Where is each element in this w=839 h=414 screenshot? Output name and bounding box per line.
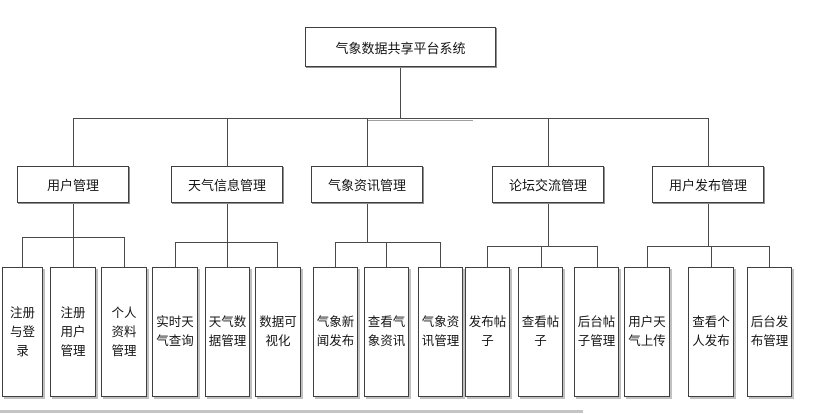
leaf-node-register-login: 注册与登录 <box>2 267 43 397</box>
leaf-node-weather-news-publish: 气象新闻发布 <box>313 267 358 397</box>
connector-line <box>335 242 336 267</box>
connector-line <box>227 242 228 267</box>
branch-node-weather-info-management: 天气信息管理 <box>171 166 283 203</box>
bottom-edge-divider <box>0 410 583 413</box>
leaf-node-view-personal-posts: 查看个人发布 <box>688 267 734 397</box>
connector-line <box>711 246 712 267</box>
connector-line <box>487 246 488 267</box>
leaf-node-data-visualization: 数据可视化 <box>255 267 301 397</box>
connector-line <box>769 246 770 267</box>
branch-node-user-management: 用户管理 <box>17 166 129 203</box>
connector-line <box>227 118 228 166</box>
leaf-node-user-weather-upload: 用户天气上传 <box>624 267 670 397</box>
connector-line <box>227 203 228 242</box>
leaf-node-publish-admin: 后台发布管理 <box>747 267 792 397</box>
root-node-system: 气象数据共享平台系统 <box>305 27 496 67</box>
connector-line <box>708 118 709 166</box>
leaf-node-view-weather-news: 查看气象资讯 <box>364 267 409 397</box>
connector-line <box>386 242 387 267</box>
leaf-node-weather-news-admin: 气象资讯管理 <box>418 267 463 397</box>
connector-line-shadow <box>368 120 473 121</box>
connector-line <box>73 118 709 119</box>
leaf-node-post-admin: 后台帖子管理 <box>574 267 619 397</box>
leaf-node-weather-data-management: 天气数据管理 <box>205 267 250 397</box>
connector-line <box>335 242 441 243</box>
connector-line <box>400 67 401 118</box>
connector-line <box>73 237 74 267</box>
connector-line <box>367 203 368 242</box>
leaf-node-view-posts: 查看帖子 <box>518 267 563 397</box>
leaf-node-create-post: 发布帖子 <box>465 267 510 397</box>
connector-line <box>175 242 176 267</box>
connector-line <box>73 118 74 166</box>
branch-node-weather-news-management: 气象资讯管理 <box>311 166 423 203</box>
branch-node-forum-management: 论坛交流管理 <box>492 166 604 203</box>
connector-line <box>541 246 542 267</box>
leaf-node-realtime-weather-query: 实时天气查询 <box>152 267 198 397</box>
branch-node-user-publish-management: 用户发布管理 <box>652 166 764 203</box>
connector-line <box>175 242 278 243</box>
connector-line <box>277 242 278 267</box>
connector-line <box>548 118 549 166</box>
connector-line <box>22 237 23 267</box>
connector-line <box>367 118 368 166</box>
connector-line <box>124 237 125 267</box>
connector-line <box>647 246 648 267</box>
connector-line <box>487 246 597 247</box>
connector-line <box>73 203 74 237</box>
connector-line <box>597 246 598 267</box>
connector-line <box>548 203 549 246</box>
leaf-node-profile-management: 个人资料管理 <box>101 267 147 397</box>
leaf-node-registered-user-management: 注册用户管理 <box>50 267 96 397</box>
connector-line <box>708 203 709 246</box>
connector-line <box>440 242 441 267</box>
connector-line <box>647 246 770 247</box>
